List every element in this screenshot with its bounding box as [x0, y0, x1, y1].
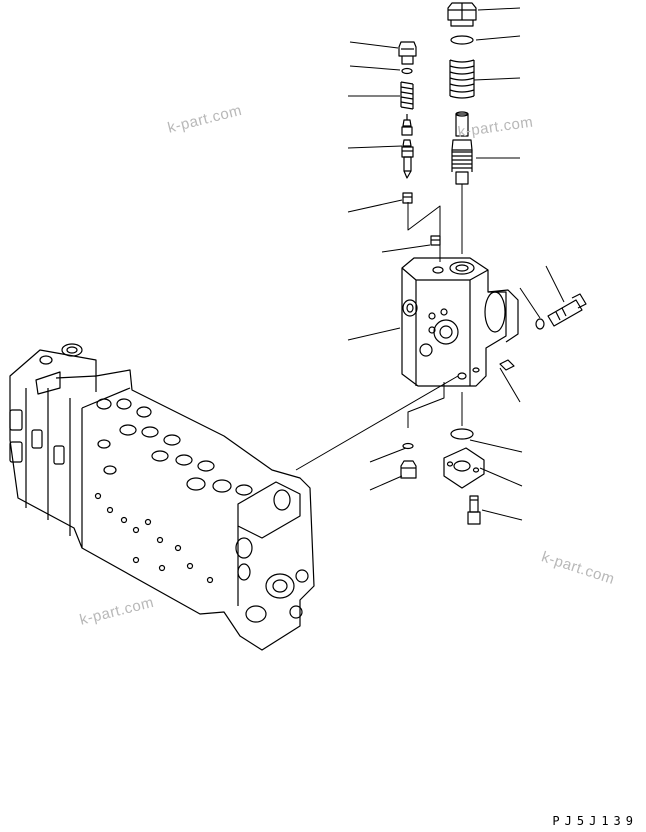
bolt-flange [467, 495, 481, 525]
drawing-code: PJ5J139 [552, 814, 638, 828]
plug-small [398, 41, 417, 65]
plug-tiny-2 [430, 235, 441, 246]
poppet-small [401, 114, 413, 136]
control-valve-assembly [9, 343, 315, 651]
spring-small [400, 81, 414, 110]
assembly-center-lines [295, 184, 463, 471]
flange [443, 447, 485, 489]
washer [535, 318, 545, 330]
o-ring-relief [450, 35, 474, 45]
relief-valve-spool [451, 111, 473, 185]
o-ring-small-top [401, 67, 413, 75]
valve-section-body [401, 257, 519, 387]
o-ring-tiny-lower [402, 442, 414, 450]
plug-lower [400, 460, 417, 479]
o-ring-bottom [450, 428, 474, 440]
valve-stem-small [401, 139, 414, 179]
relief-valve-plug [447, 2, 477, 27]
leader-lines [347, 7, 565, 521]
plug-tiny [402, 192, 413, 204]
spring-large [449, 59, 475, 99]
bolt-long [547, 293, 587, 327]
plug-side [499, 359, 515, 371]
